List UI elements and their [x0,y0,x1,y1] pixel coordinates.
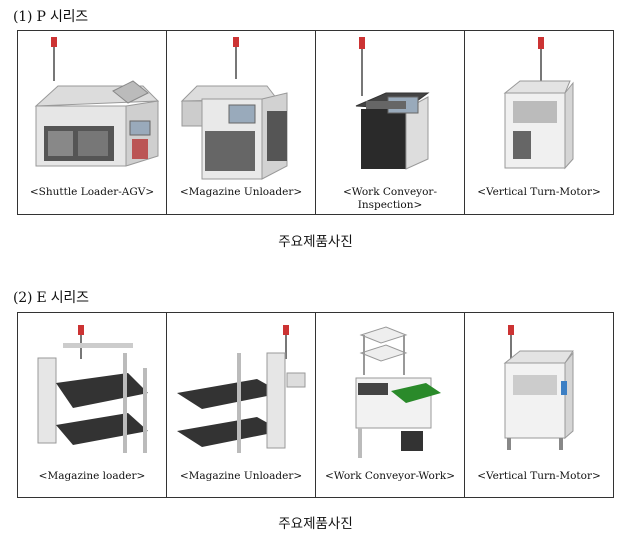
product-cell-magazine-unloader-e: <Magazine Unloader> [167,313,316,497]
product-grid-p-series: <Shuttle Loader-AGV> <Magazine Unloader>… [17,30,614,215]
product-cell-shuttle-loader: <Shuttle Loader-AGV> [18,31,167,214]
section-caption: 주요제품사진 [278,516,353,532]
section-caption: 주요제품사진 [278,234,353,250]
product-label: <Shuttle Loader-AGV> [29,186,155,198]
section-heading-e-series: (2) E 시리즈 [13,290,89,306]
section-heading-p-series: (1) P 시리즈 [13,9,88,25]
product-label: <Magazine loader> [38,470,146,482]
product-cell-magazine-unloader: <Magazine Unloader> [167,31,316,214]
product-cell-vertical-turn-motor-e: <Vertical Turn-Motor> [465,313,613,497]
product-cell-vertical-turn-motor: <Vertical Turn-Motor> [465,31,613,214]
product-label: <Magazine Unloader> [179,470,303,482]
product-grid-e-series: <Magazine loader> <Magazine Unloader> <W… [17,312,614,498]
product-cell-work-conveyor-inspection: <Work Conveyor- Inspection> [316,31,465,214]
vertical-turn-motor-image [503,37,574,170]
magazine-unloader-e-image [177,325,306,453]
product-label: <Work Conveyor- Inspection> [342,186,437,211]
magazine-loader-image [37,325,148,453]
product-label: <Vertical Turn-Motor> [477,186,601,198]
product-label: <Work Conveyor-Work> [324,470,455,482]
product-label: <Vertical Turn-Motor> [477,470,601,482]
magazine-unloader-image [180,37,288,180]
shuttle-loader-image [34,37,160,167]
product-cell-magazine-loader: <Magazine loader> [18,313,167,497]
product-label: <Magazine Unloader> [179,186,303,198]
work-conveyor-work-image [355,326,441,458]
vertical-turn-motor-e-image [503,325,574,450]
product-cell-work-conveyor-work: <Work Conveyor-Work> [316,313,465,497]
work-conveyor-inspection-image [355,37,430,170]
